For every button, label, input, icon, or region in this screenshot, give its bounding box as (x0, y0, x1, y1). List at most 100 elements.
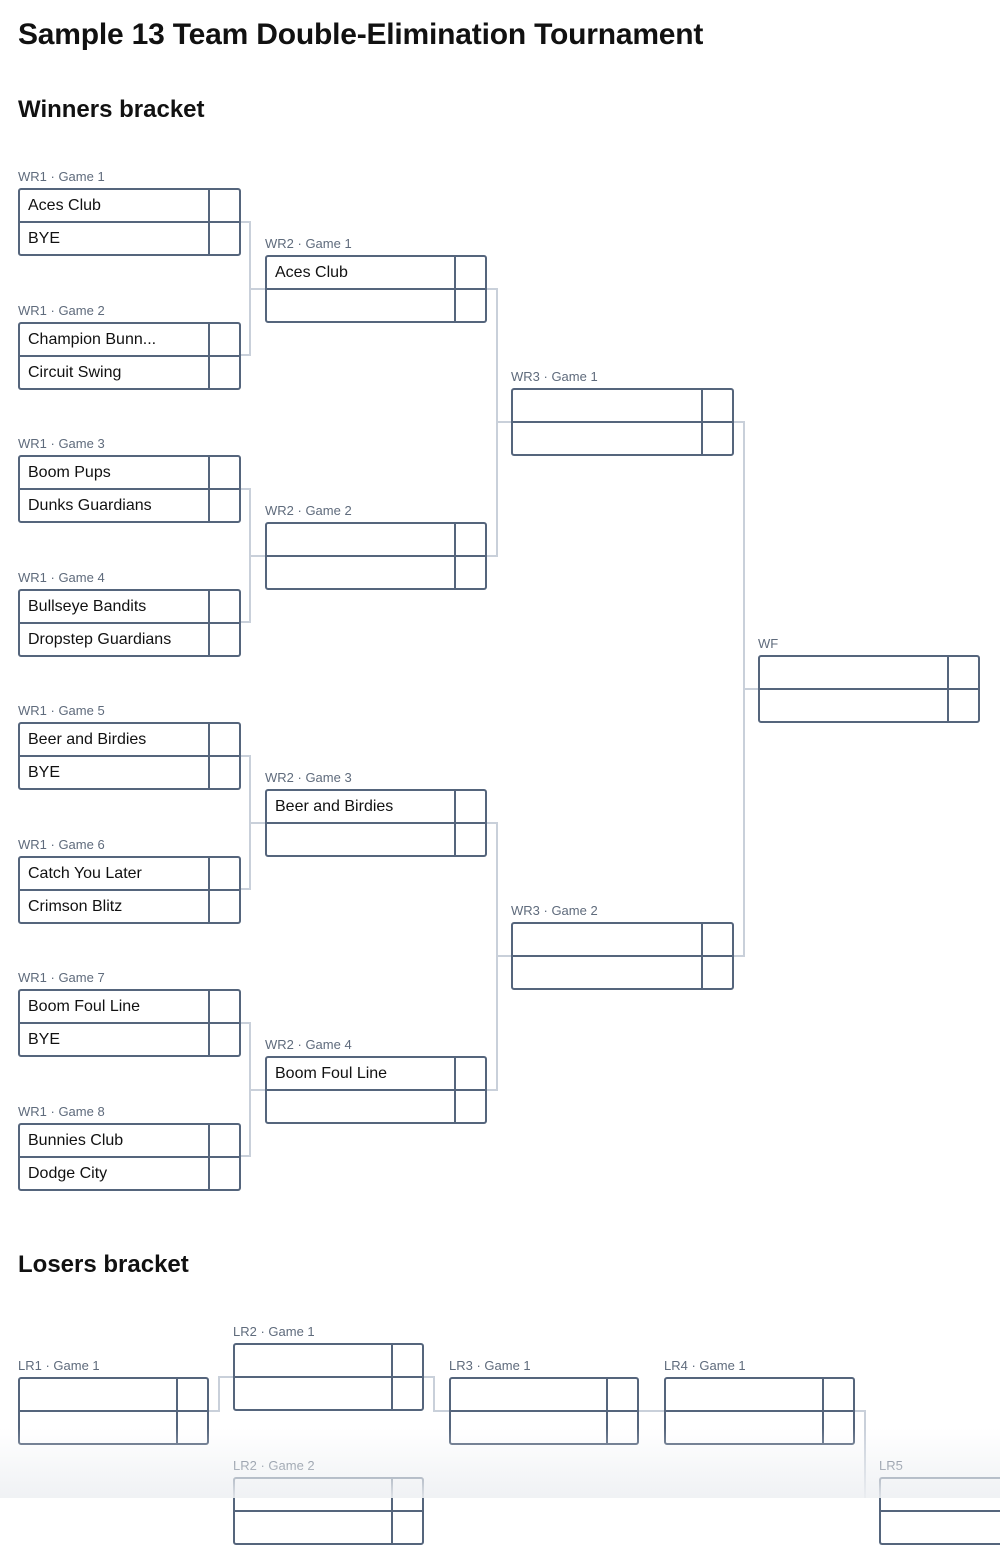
team-name (889, 1512, 962, 1543)
team-slot (451, 1379, 637, 1412)
score-input[interactable] (822, 1379, 853, 1410)
score-input[interactable] (176, 1412, 207, 1443)
match-wr2-game1[interactable]: WR2 · Game 1 Aces Club (265, 236, 487, 323)
score-input[interactable] (391, 1512, 422, 1543)
score-input[interactable] (208, 223, 239, 254)
score-input[interactable] (454, 557, 485, 588)
score-input[interactable] (208, 624, 239, 655)
losers-bracket-heading: Losers bracket (18, 1251, 189, 1278)
team-slot (881, 1512, 1000, 1543)
team-name: Dropstep Guardians (28, 630, 172, 648)
score-input[interactable] (208, 724, 239, 755)
score-input[interactable] (454, 524, 485, 555)
match-wr2-game4[interactable]: WR2 · Game 4 Boom Foul Line (265, 1037, 487, 1124)
match-wr1-game7[interactable]: WR1 · Game 7 Boom Foul Line BYE (18, 970, 241, 1057)
score-input[interactable] (208, 457, 239, 488)
team-slot: Dropstep Guardians (20, 624, 239, 655)
match-wr3-game2[interactable]: WR3 · Game 2 (511, 903, 734, 990)
team-name (275, 557, 445, 588)
team-slot: BYE (20, 223, 239, 254)
score-input[interactable] (947, 690, 978, 721)
score-input[interactable] (454, 290, 485, 321)
match-winners-final[interactable]: WF (758, 636, 980, 723)
score-input[interactable] (208, 357, 239, 388)
match-lr2-game2[interactable]: LR2 · Game 2 (233, 1458, 424, 1545)
match-wr1-game4[interactable]: WR1 · Game 4 Bullseye Bandits Dropstep G… (18, 570, 241, 657)
match-label: WR2 · Game 3 (265, 770, 352, 785)
match-lr1-game1[interactable]: LR1 · Game 1 (18, 1358, 209, 1445)
score-input[interactable] (208, 858, 239, 889)
score-input[interactable] (391, 1378, 422, 1409)
team-slot: Crimson Blitz (20, 891, 239, 922)
team-name: Circuit Swing (28, 363, 122, 381)
score-input[interactable] (208, 324, 239, 355)
team-name: BYE (28, 1030, 61, 1048)
match-wr2-game3[interactable]: WR2 · Game 3 Beer and Birdies (265, 770, 487, 857)
team-slot: Dodge City (20, 1158, 239, 1189)
score-input[interactable] (454, 1091, 485, 1122)
team-slot (760, 690, 978, 721)
score-input[interactable] (947, 657, 978, 688)
match-label: WR1 · Game 5 (18, 703, 105, 718)
match-box: Champion Bunn... Circuit Swing (18, 322, 241, 390)
score-input[interactable] (701, 924, 732, 955)
team-slot: Aces Club (20, 190, 239, 223)
score-input[interactable] (208, 891, 239, 922)
match-wr3-game1[interactable]: WR3 · Game 1 (511, 369, 734, 456)
team-slot: Beer and Birdies (267, 791, 485, 824)
match-lr2-game1[interactable]: LR2 · Game 1 (233, 1324, 424, 1411)
score-input[interactable] (822, 1412, 853, 1443)
score-input[interactable] (208, 591, 239, 622)
match-box (265, 522, 487, 590)
team-name (521, 423, 692, 454)
match-wr1-game8[interactable]: WR1 · Game 8 Bunnies Club Dodge City (18, 1104, 241, 1191)
score-input[interactable] (454, 1058, 485, 1089)
team-name (28, 1412, 167, 1443)
match-lr4-game1[interactable]: LR4 · Game 1 (664, 1358, 855, 1445)
score-input[interactable] (208, 1125, 239, 1156)
score-input[interactable] (208, 190, 239, 221)
score-input[interactable] (454, 791, 485, 822)
match-wr2-game2[interactable]: WR2 · Game 2 (265, 503, 487, 590)
team-slot: Dunks Guardians (20, 490, 239, 521)
score-input[interactable] (208, 991, 239, 1022)
team-slot (451, 1412, 637, 1443)
match-wr1-game2[interactable]: WR1 · Game 2 Champion Bunn... Circuit Sw… (18, 303, 241, 390)
team-slot: Aces Club (267, 257, 485, 290)
team-name: BYE (28, 229, 61, 247)
score-input[interactable] (606, 1412, 637, 1443)
score-input[interactable] (208, 757, 239, 788)
team-slot (881, 1479, 1000, 1512)
team-name (768, 657, 938, 688)
match-box (879, 1477, 1000, 1545)
match-label: WR1 · Game 1 (18, 169, 105, 184)
score-input[interactable] (454, 257, 485, 288)
score-input[interactable] (454, 824, 485, 855)
match-box: Bunnies Club Dodge City (18, 1123, 241, 1191)
match-label: WR3 · Game 1 (511, 369, 598, 384)
score-input[interactable] (391, 1345, 422, 1376)
score-input[interactable] (701, 957, 732, 988)
match-wr1-game1[interactable]: WR1 · Game 1 Aces Club BYE (18, 169, 241, 256)
match-lr5[interactable]: LR5 (879, 1458, 1000, 1545)
team-name: Bunnies Club (28, 1131, 124, 1149)
match-lr3-game1[interactable]: LR3 · Game 1 (449, 1358, 639, 1445)
score-input[interactable] (208, 1158, 239, 1189)
match-wr1-game3[interactable]: WR1 · Game 3 Boom Pups Dunks Guardians (18, 436, 241, 523)
team-name: Boom Pups (28, 463, 111, 481)
score-input[interactable] (391, 1479, 422, 1510)
team-name: Dodge City (28, 1164, 108, 1182)
score-input[interactable] (701, 423, 732, 454)
match-wr1-game6[interactable]: WR1 · Game 6 Catch You Later Crimson Bli… (18, 837, 241, 924)
team-slot: Champion Bunn... (20, 324, 239, 357)
team-slot (267, 290, 485, 321)
team-slot (666, 1412, 853, 1443)
match-wr1-game5[interactable]: WR1 · Game 5 Beer and Birdies BYE (18, 703, 241, 790)
team-name: Dunks Guardians (28, 496, 152, 514)
score-input[interactable] (701, 390, 732, 421)
score-input[interactable] (208, 490, 239, 521)
team-name (243, 1512, 382, 1543)
score-input[interactable] (176, 1379, 207, 1410)
score-input[interactable] (606, 1379, 637, 1410)
score-input[interactable] (208, 1024, 239, 1055)
